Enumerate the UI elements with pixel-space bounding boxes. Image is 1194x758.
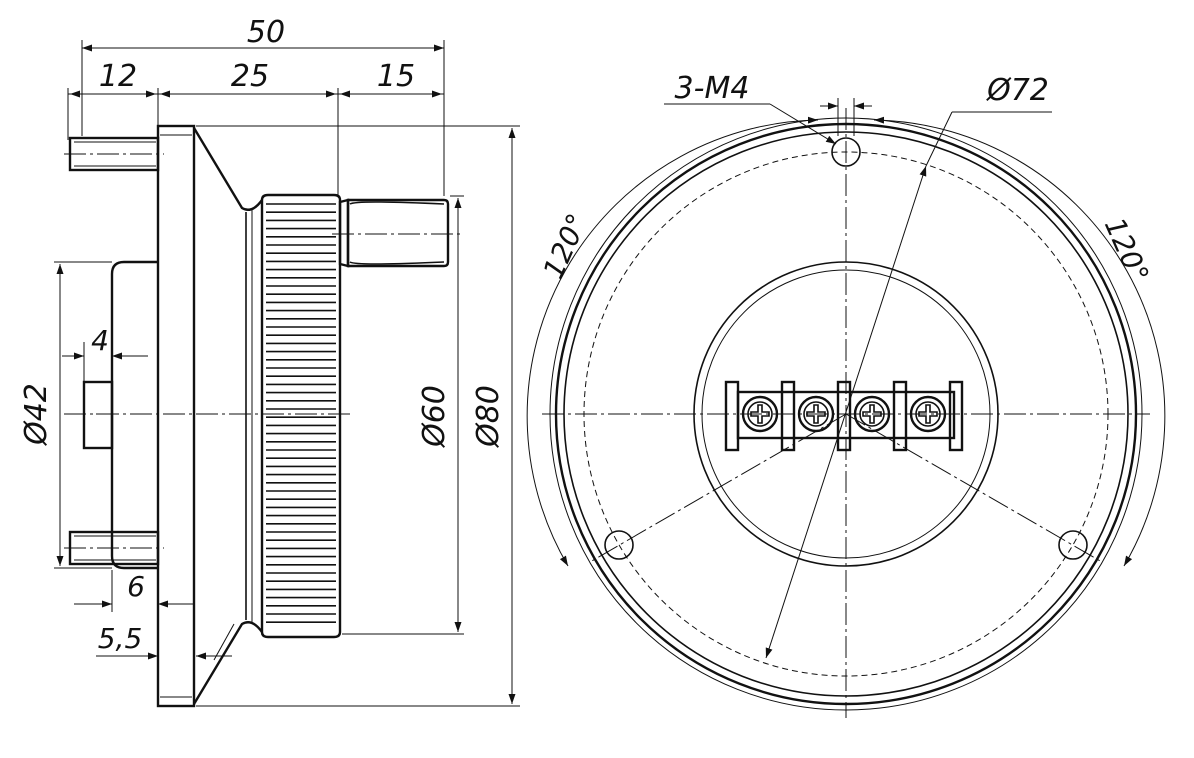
- dim-wheel-dia: Ø60: [342, 195, 464, 635]
- dim-key-width-label: 4: [91, 324, 109, 357]
- dim-taper-length: 5,5: [96, 622, 235, 661]
- dim-handle-length-label: 15: [377, 59, 415, 94]
- taper-body: [192, 127, 263, 705]
- side-view: 50 12 25 15: [19, 15, 520, 708]
- dim-taper-length-label: 5,5: [98, 622, 143, 655]
- angle-left: 120°: [526, 116, 819, 567]
- mount-hole-right: [1058, 530, 1088, 560]
- terminal-block: [724, 380, 964, 452]
- dim-wheel-dia-label: Ø60: [417, 385, 452, 449]
- dim-boss-dia-label: Ø42: [19, 383, 54, 447]
- dim-mount-holes-label: 3-M4: [675, 71, 750, 106]
- dim-flange-dia: Ø80: [196, 125, 520, 707]
- dim-flange-thickness: 6: [74, 570, 194, 612]
- dim-mount-holes: 3-M4: [664, 71, 872, 145]
- dim-body-length-label: 25: [231, 59, 269, 94]
- dim-overall-length: 50: [81, 15, 445, 196]
- dim-key-width: 4: [62, 324, 148, 382]
- rear-boss: [82, 260, 158, 570]
- dim-boss-dia: Ø42: [19, 261, 112, 569]
- angle-right: 120°: [873, 116, 1166, 567]
- dim-shaft-length-label: 12: [99, 59, 137, 94]
- dim-segments: 12 25 15: [67, 59, 444, 196]
- front-view: 3-M4 Ø72 120° 120°: [526, 71, 1166, 718]
- dim-flange-dia-label: Ø80: [471, 385, 506, 449]
- crank-handle: [332, 198, 462, 268]
- angle-left-label: 120°: [537, 209, 595, 284]
- dim-bolt-circle: Ø72: [765, 73, 1052, 659]
- knurled-wheel: [260, 193, 342, 639]
- dim-overall-length-label: 50: [247, 15, 285, 50]
- flange: [156, 124, 196, 708]
- angle-right-label: 120°: [1098, 213, 1156, 288]
- terminal-screw-icon: [909, 395, 947, 433]
- dim-bolt-circle-label: Ø72: [985, 73, 1049, 108]
- dim-flange-thickness-label: 6: [127, 570, 145, 603]
